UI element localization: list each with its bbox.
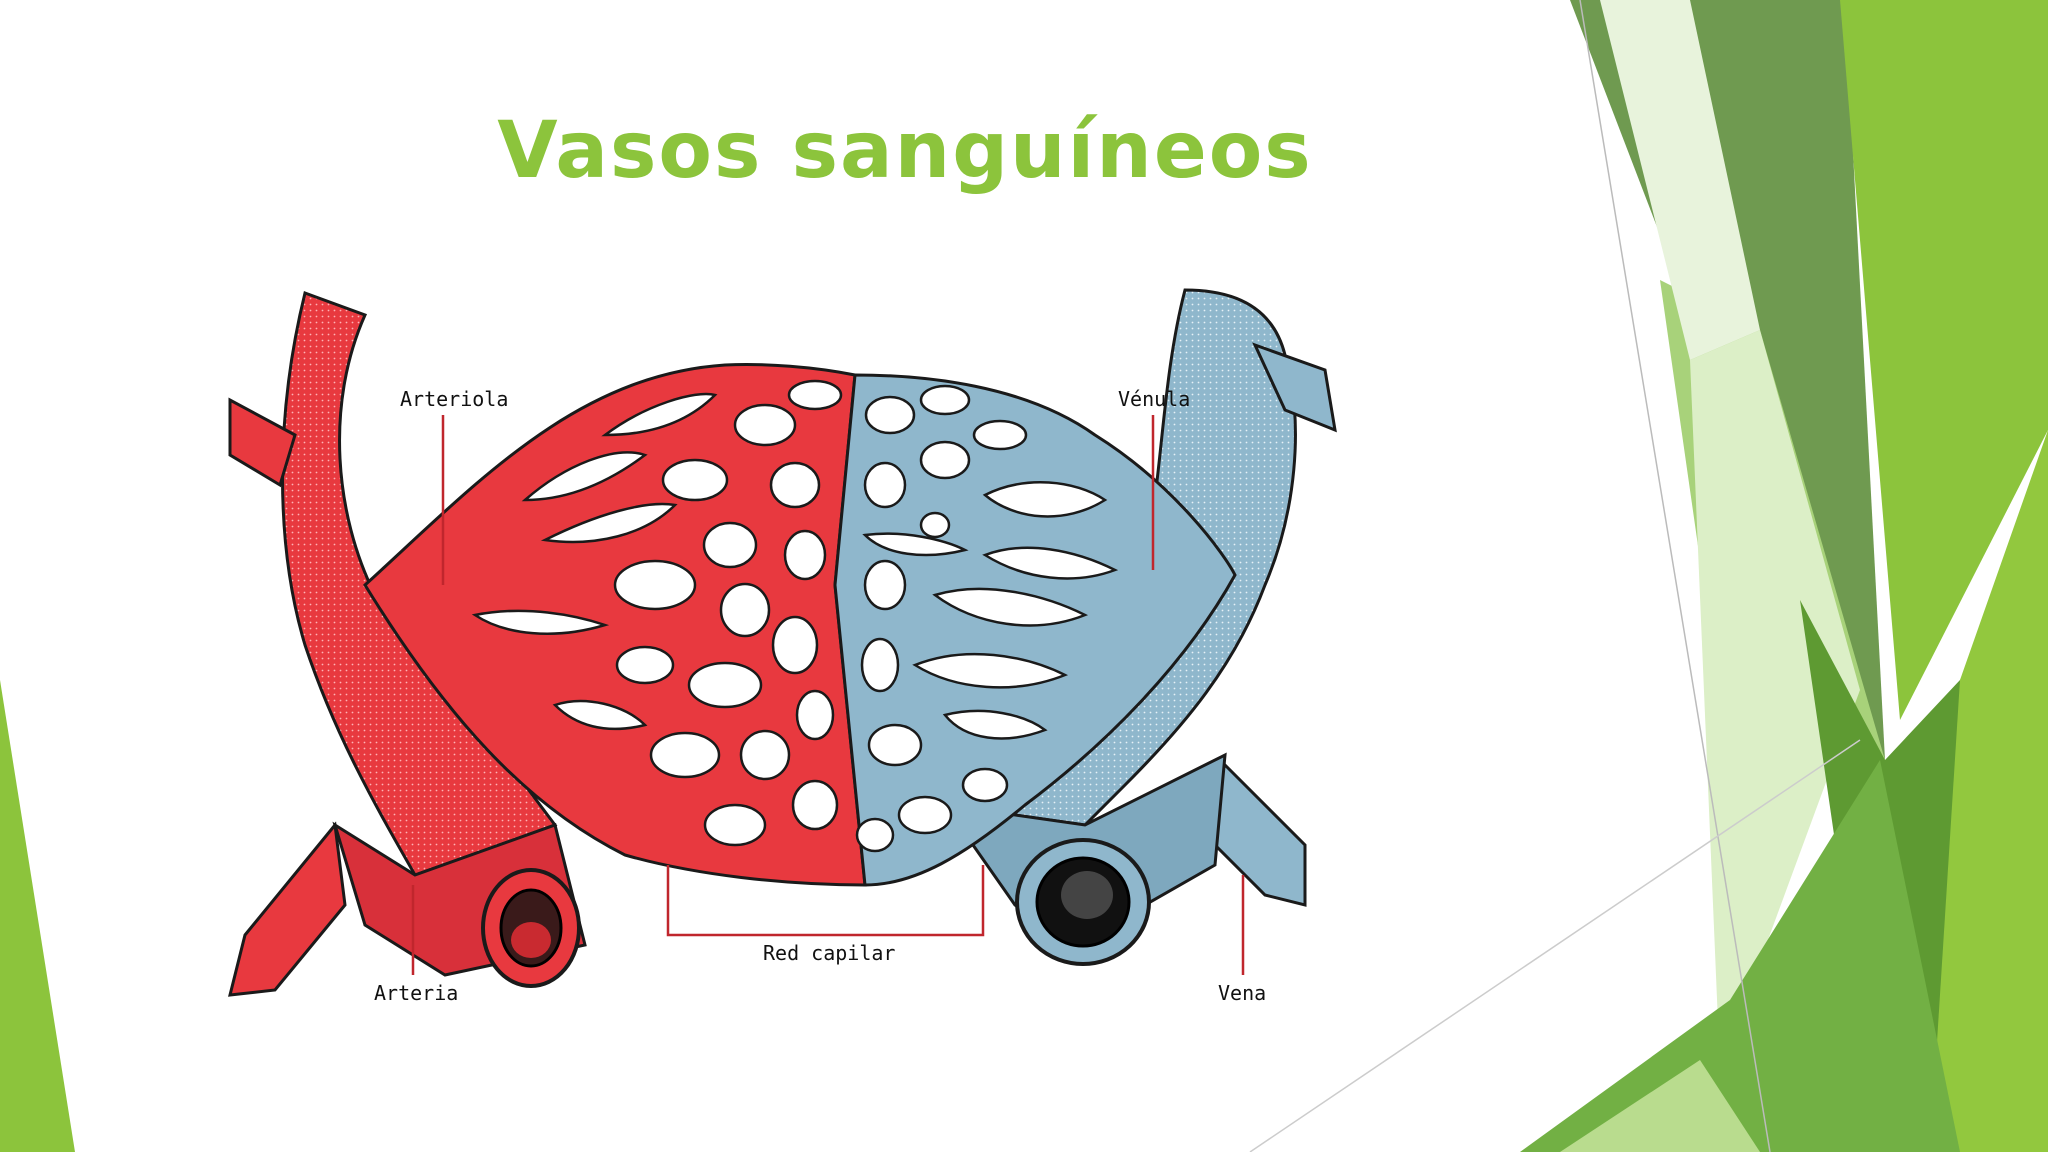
slide-title: Vasos sanguíneos [497, 106, 1313, 196]
label-vena: Vena [1218, 981, 1266, 1005]
capillary-blue-half [833, 373, 1237, 887]
capillary-gaps-red [471, 379, 843, 847]
artery-upper-branch [228, 397, 297, 488]
artery-lumen-inner [511, 922, 551, 958]
vein [941, 288, 1337, 966]
decor-thin-line-2 [1249, 739, 1861, 1152]
artery [228, 291, 587, 997]
label-red-capilar: Red capilar [763, 941, 895, 965]
decor-facet-bottom-light [1560, 1060, 1760, 1152]
vein-upper-branch [1252, 342, 1337, 433]
decor-facet-light-top [1840, 0, 2048, 720]
label-arteria: Arteria [374, 981, 458, 1005]
decor-facet-pale-2 [1690, 330, 1860, 1070]
decor-thin-line-1 [1579, 0, 1771, 1152]
vein-lumen-inner [1061, 871, 1113, 919]
capillary-bed [363, 362, 1237, 887]
decor-facet-pale [1600, 0, 1760, 360]
decor-facet-left [0, 680, 75, 1152]
capillary-network-diagram: Arteriola Vénula Arteria Vena Red capila… [228, 288, 1337, 1005]
leader-lines [411, 415, 1245, 975]
decor-facet-bright [1930, 430, 2048, 1152]
decor-facet-bottom [1520, 760, 1960, 1152]
leader-red-capilar [666, 865, 985, 937]
label-arteriola: Arteriola [400, 387, 508, 411]
capillary-gaps-blue [855, 384, 1119, 853]
label-venula: Vénula [1118, 387, 1190, 411]
artery-lower-branch [228, 821, 347, 997]
